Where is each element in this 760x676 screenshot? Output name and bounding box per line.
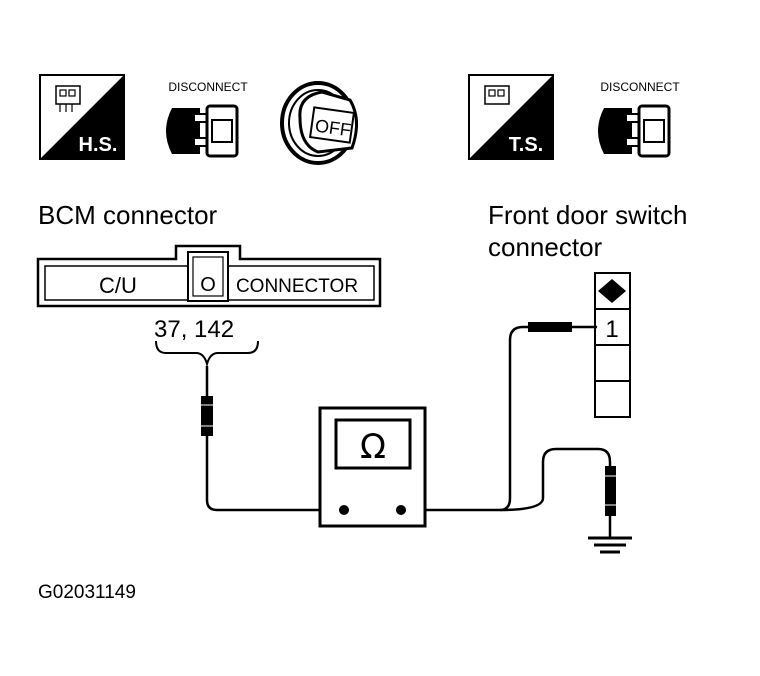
figure-id: G02031149 bbox=[38, 582, 136, 603]
bcm-connector: C/U O CONNECTOR bbox=[36, 244, 382, 308]
hs-label: H.S. bbox=[79, 134, 118, 156]
terminal-side-icon: T.S. bbox=[468, 74, 554, 160]
disconnect-label-2: DISCONNECT bbox=[600, 80, 680, 94]
ohmmeter: Ω bbox=[318, 406, 427, 528]
ignition-off-label: OFF bbox=[314, 116, 352, 141]
ignition-off-icon: OFF bbox=[280, 81, 358, 165]
meter-terminal-negative bbox=[339, 505, 349, 515]
left-test-probe bbox=[201, 396, 213, 436]
ts-label: T.S. bbox=[509, 134, 543, 156]
door-switch-terminal: 1 bbox=[605, 316, 618, 343]
disconnect-connector-icon: DISCONNECT bbox=[166, 80, 248, 158]
ground-test-probe bbox=[605, 466, 616, 516]
disconnect-label: DISCONNECT bbox=[168, 80, 248, 94]
right-test-probe bbox=[528, 322, 572, 332]
door-switch-title-line2: connector bbox=[488, 232, 603, 262]
harness-side-icon: H.S. bbox=[39, 74, 125, 160]
meter-terminal-positive bbox=[396, 505, 406, 515]
bcm-terminal-numbers: 37, 142 bbox=[154, 316, 235, 343]
disconnect-connector-icon-2: DISCONNECT bbox=[598, 80, 680, 158]
door-switch-title-line1: Front door switch bbox=[488, 200, 688, 230]
bcm-connector-label: CONNECTOR bbox=[236, 276, 358, 297]
diamond-icon bbox=[598, 279, 626, 303]
bcm-cu-label: C/U bbox=[99, 273, 137, 298]
terminal-brace bbox=[155, 340, 259, 368]
bcm-pin-symbol: O bbox=[200, 274, 216, 296]
ground-icon bbox=[588, 536, 632, 554]
ohm-symbol: Ω bbox=[360, 427, 386, 467]
bcm-connector-title: BCM connector bbox=[38, 200, 218, 230]
door-switch-connector: 1 bbox=[594, 272, 631, 418]
